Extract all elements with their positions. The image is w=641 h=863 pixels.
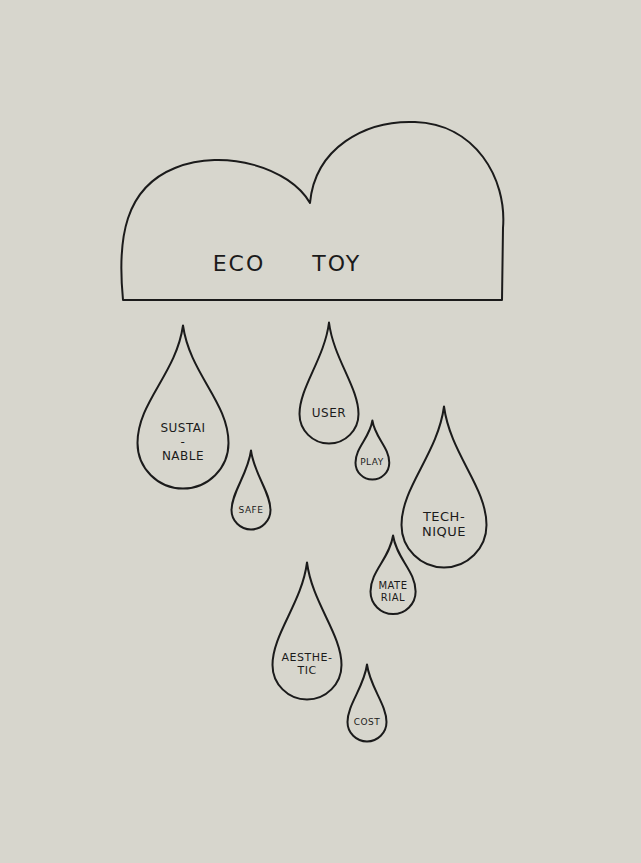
drop-label: SUSTAI -NABLE [160,422,205,463]
drop-outline [369,534,417,616]
drop-label: COST [354,717,381,727]
cloud-label: ECO TOY [213,251,362,276]
outline-path [402,407,487,568]
cloud: ECO TOY [115,118,507,308]
outline-path [121,122,503,300]
outline-path [232,451,271,530]
outline-path [348,665,387,742]
drop-outline [136,324,230,490]
raindrop: SUSTAI -NABLE [136,324,230,490]
raindrop: SAFE [230,449,272,531]
raindrop: AESTHE- TIC [271,561,343,701]
outline-path [300,323,359,444]
drop-outline [400,405,488,569]
raindrop: TECH- NIQUE [400,405,488,569]
raindrop: PLAY [354,419,391,481]
drop-label: AESTHE- TIC [282,652,333,677]
drop-outline [298,321,360,445]
raindrop: USER [298,321,360,445]
drop-outline [346,663,388,743]
cloud-outline [115,118,507,308]
drop-outline [271,561,343,701]
raindrop: COST [346,663,388,743]
raindrop: MATE RIAL [369,534,417,616]
drop-label: MATE RIAL [378,580,407,603]
drop-label: SAFE [239,505,264,515]
drop-outline [230,449,272,531]
drop-label: PLAY [360,457,384,467]
drop-label: USER [312,407,346,421]
outline-path [138,326,229,489]
outline-path [273,563,342,700]
outline-path [355,420,389,479]
outline-path [370,536,415,615]
drop-label: TECH- NIQUE [422,510,466,540]
drop-outline [354,419,391,481]
